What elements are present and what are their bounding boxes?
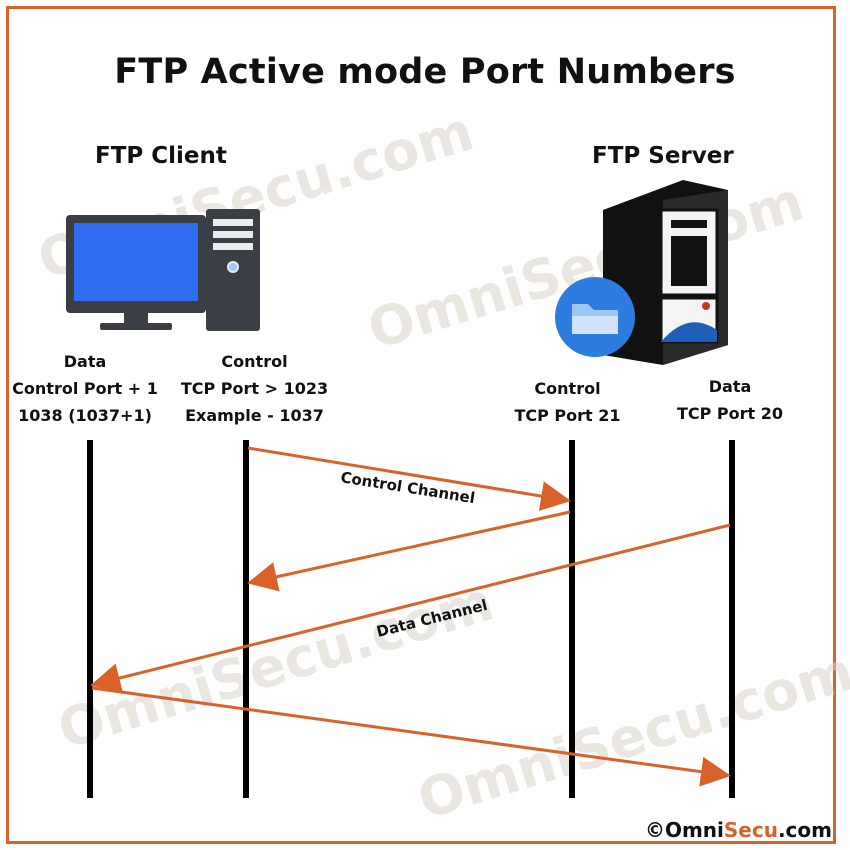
brand-suffix: .com [777, 818, 832, 842]
copyright-symbol: © [644, 818, 665, 842]
page-title: FTP Active mode Port Numbers [114, 52, 736, 92]
brand-plain: Omni [664, 818, 724, 842]
border-frame [6, 6, 836, 844]
label-line: Control [221, 352, 288, 371]
server-title: FTP Server [592, 143, 734, 169]
server-data-label: Data TCP Port 20 [660, 373, 800, 427]
brand-accent: Secu [723, 818, 778, 842]
label-line: Data [708, 377, 752, 396]
label-line: 1038 (1037+1) [18, 406, 152, 425]
server-control-label: Control TCP Port 21 [500, 375, 635, 429]
label-line: Control [534, 379, 601, 398]
data-ack-arrow [91, 686, 731, 787]
client-control-label: Control TCP Port > 1023 Example - 1037 [172, 348, 337, 429]
label-line: TCP Port 20 [676, 404, 784, 423]
label-line: Example - 1037 [185, 406, 324, 425]
label-line: TCP Port 21 [514, 406, 621, 425]
control-response-arrow [247, 510, 571, 592]
client-data-label: Data Control Port + 1 1038 (1037+1) [5, 348, 165, 429]
copyright-notice: ©OmniSecu.com [645, 818, 832, 842]
control-request-arrow [247, 446, 571, 511]
desktop-computer-icon [66, 209, 260, 331]
folder-icon [555, 277, 635, 357]
data-channel-label: Data Channel [375, 596, 490, 641]
label-line: Control Port + 1 [12, 379, 158, 398]
label-line: TCP Port > 1023 [180, 379, 329, 398]
data-connect-arrow [90, 523, 731, 693]
client-title: FTP Client [95, 143, 227, 169]
label-line: Data [63, 352, 107, 371]
